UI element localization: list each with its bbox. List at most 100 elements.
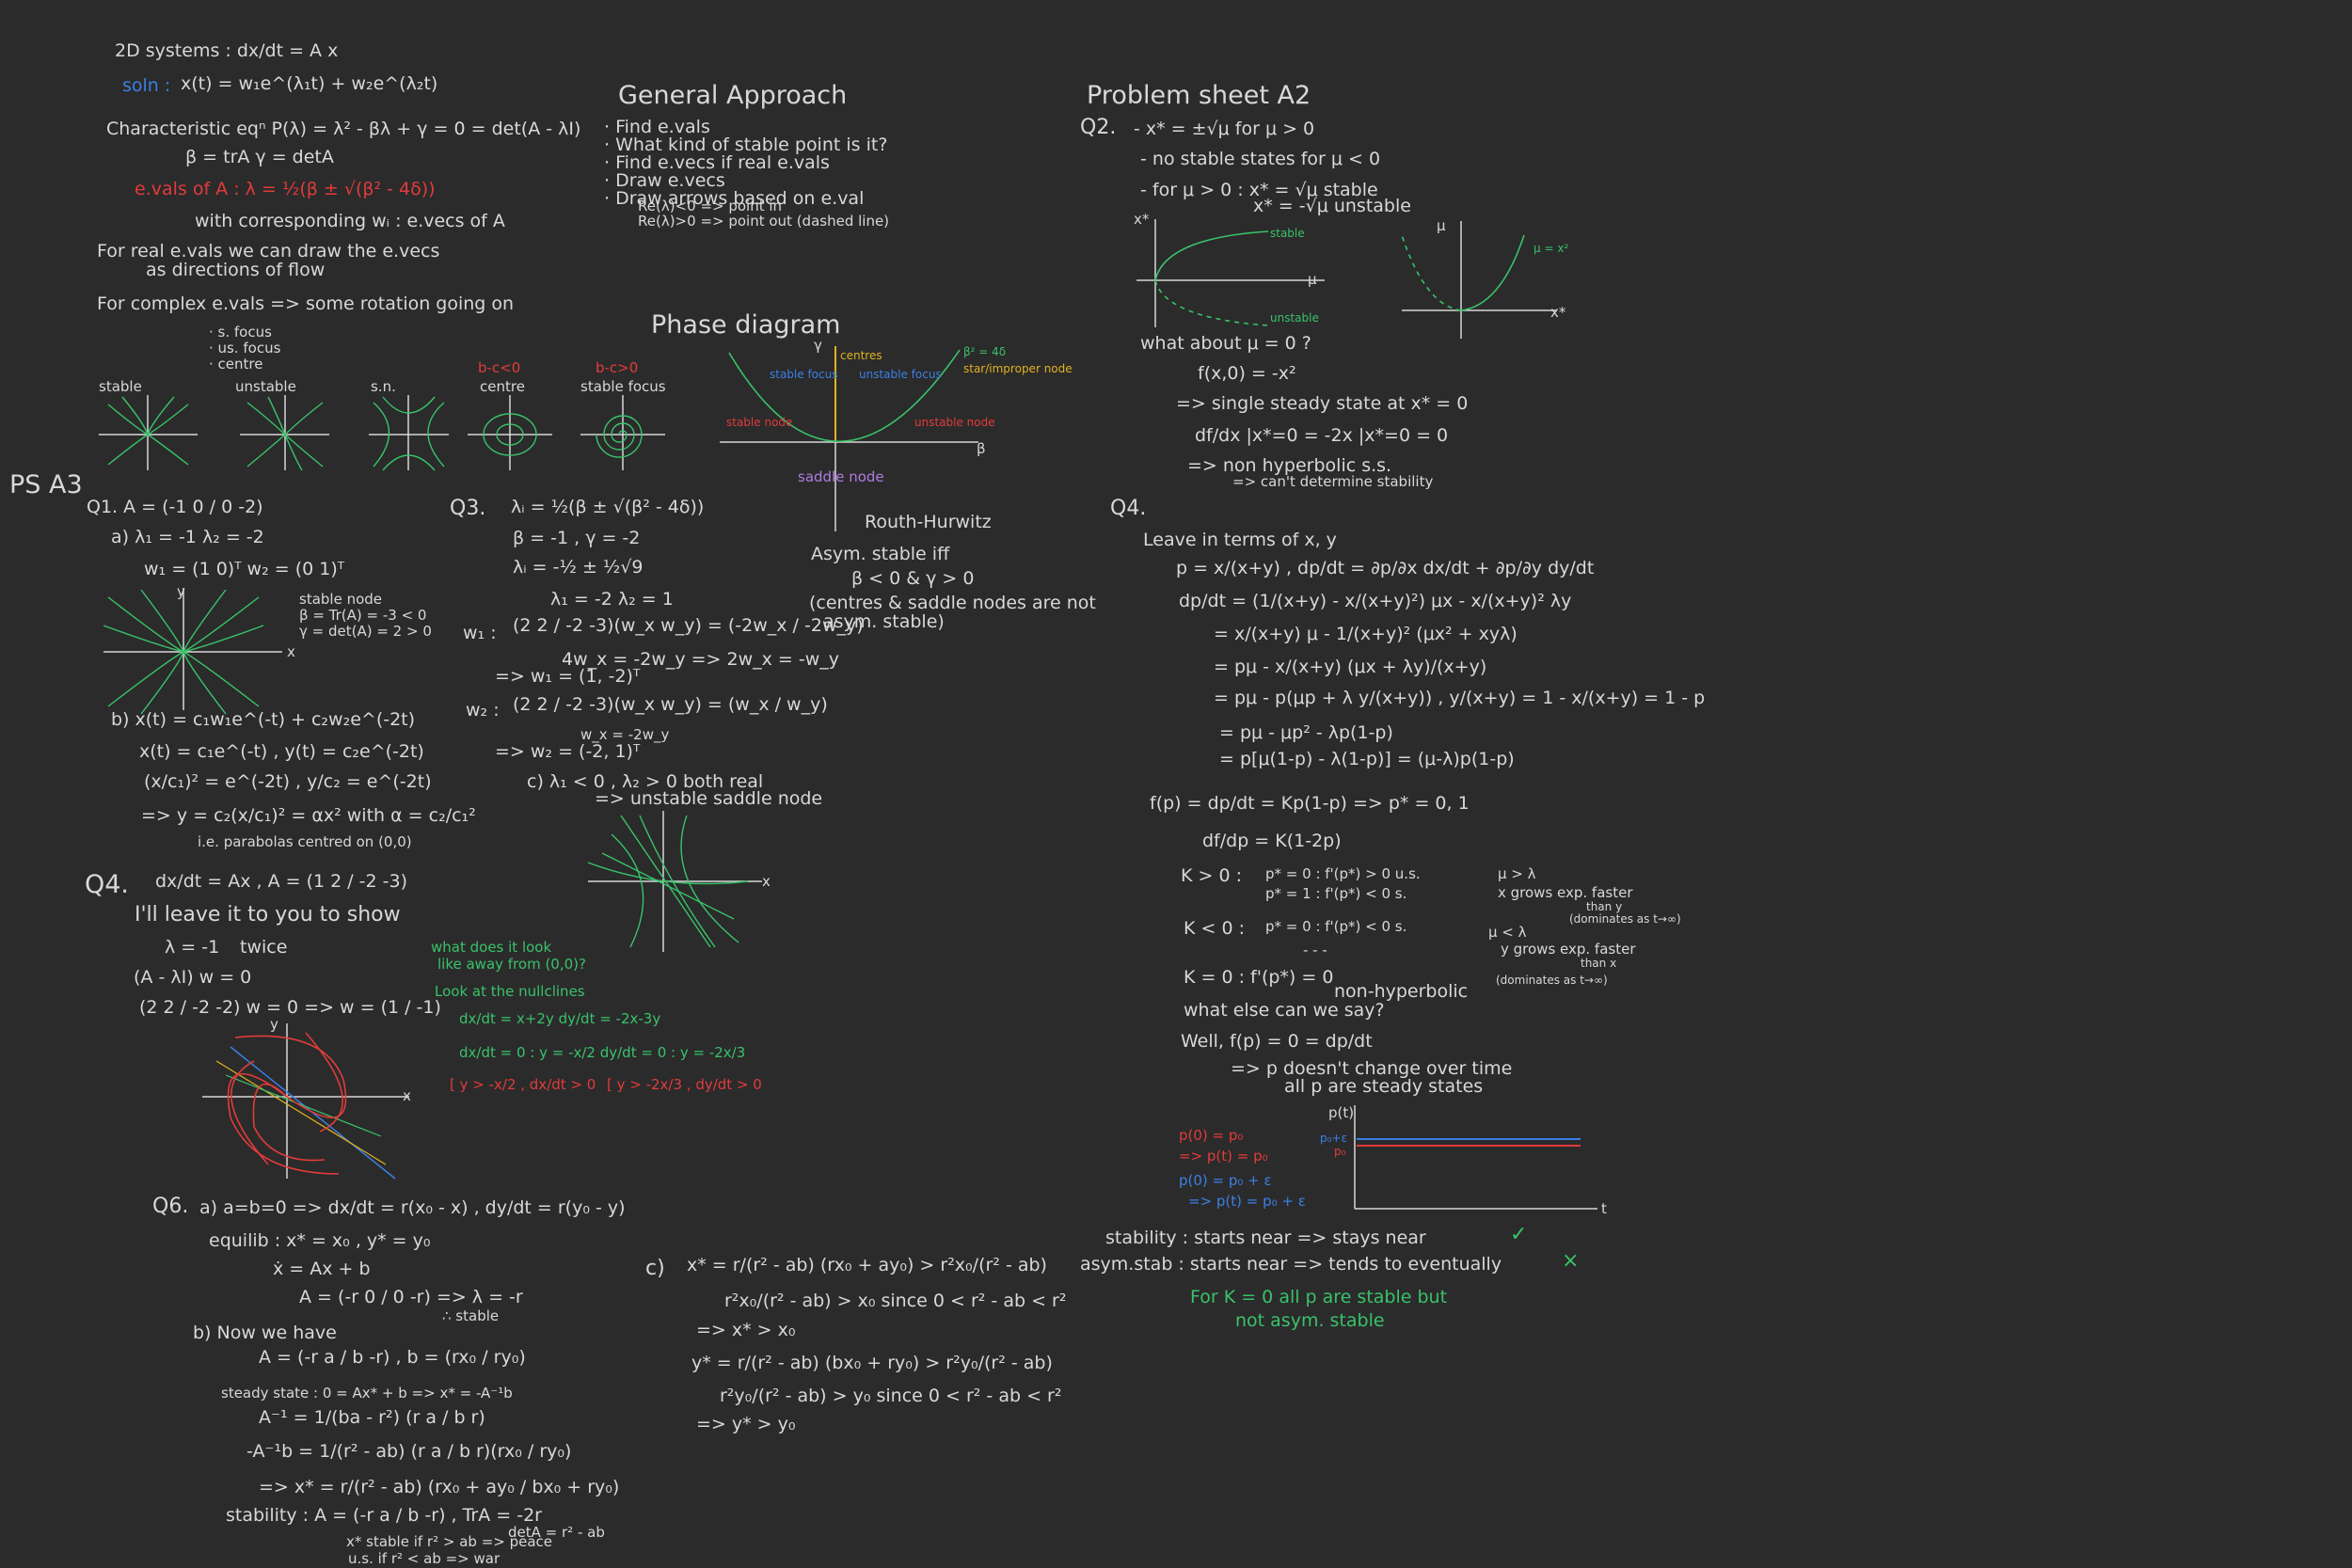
q6-c-line-6: => y* > y₀ [696,1414,796,1434]
q3-line-8: (2 2 / -2 -3)(w_x w_y) = (w_x / w_y) [513,694,828,715]
k-negative: K < 0 : [1184,918,1245,939]
check-mark: ✓ [1510,1223,1528,1246]
beta-gamma: β = trA γ = detA [185,147,334,167]
q6-linear-form: ẋ = Ax + b [273,1259,371,1279]
q6-inverse: A⁻¹ = 1/(ba - r²) (r a / b r) [259,1407,485,1428]
q1-y-axis: y [177,583,185,600]
general-item-3: · Find e.vecs if real e.vals [604,152,830,173]
complex-item-centre: · centre [209,356,263,372]
q4-y-axis: y [270,1016,278,1033]
q6-b-matrix: A = (-r a / b -r) , b = (rx₀ / ry₀) [259,1347,526,1368]
pt-blue: => p(t) = p₀ + ε [1188,1193,1306,1210]
q4-right-line-8: = p[μ(1-p) - λ(1-p)] = (μ-λ)p(1-p) [1219,749,1515,769]
saddle-node-sketch [369,395,449,471]
p-axis-label: p(t) [1328,1104,1355,1121]
general-item-4: · Draw e.vecs [604,170,725,191]
q6-part-a: a) a=b=0 => dx/dt = r(x₀ - x) , dy/dt = … [199,1197,626,1218]
single-steady-state: => single steady state at x* = 0 [1176,393,1469,414]
q4-right-line-7: = pμ - μp² - λp(1-p) [1219,722,1393,743]
q6-equilib: equilib : x* = x₀ , y* = y₀ [209,1230,431,1251]
condition-bc-positive: b-c>0 [596,359,639,376]
x-grows-faster: x grows exp. faster [1498,884,1633,901]
k-negative-case-1: p* = 0 : f'(p*) < 0 s. [1265,918,1407,935]
mu-greater-lambda: μ > λ [1498,865,1536,882]
q4-x-axis: x [403,1087,411,1104]
bif2-mu-label: μ [1437,217,1446,234]
q4-nullclines: Look at the nullclines [435,983,585,1000]
q6-peace: x* stable if r² > ab => peace [346,1533,553,1550]
unstable-node-sketch [240,395,329,471]
q1b-line-5: i.e. parabolas centred on (0,0) [198,833,412,850]
portrait-label-sn: s.n. [371,378,396,395]
corresponding-evecs: with corresponding wᵢ : e.vecs of A [195,211,505,231]
q1a-evals: a) λ₁ = -1 λ₂ = -2 [111,527,264,547]
t-axis-label: t [1601,1200,1607,1217]
phase-diagram-title: Phase diagram [651,310,841,340]
q6-c-line-4: y* = r/(r² - ab) (bx₀ + ry₀) > r²y₀/(r² … [691,1353,1053,1373]
q4-left-equation: dx/dt = Ax , A = (1 2 / -2 -3) [155,871,408,892]
q1b-line-1: b) x(t) = c₁w₁e^(-t) + c₂w₂e^(-2t) [111,709,416,730]
bif1-x-label: x* [1134,211,1150,228]
systems-heading: 2D systems : dx/dt = A x [115,40,339,61]
mu-less-lambda: μ < λ [1488,924,1527,941]
p-zero-level: p₀ [1334,1145,1346,1158]
q1-matrix: Q1. A = (-1 0 / 0 -2) [87,497,263,517]
k-negative-case-2: - - - [1303,942,1327,958]
derivative-at-zero: df/dx |x*=0 = -2x |x*=0 = 0 [1195,425,1449,446]
k-positive-case-2: p* = 1 : f'(p*) < 0 s. [1265,885,1407,902]
unstable-node-region: unstable node [914,416,995,429]
df-dp: df/dp = K(1-2p) [1202,831,1342,851]
conclusion-line-2: not asym. stable [1235,1310,1385,1331]
q6-c-line-1: x* = r/(r² - ab) (rx₀ + ay₀) > r²x₀/(r² … [687,1255,1047,1275]
y-grows-faster: y grows exp. faster [1501,941,1636,958]
q6-det: detA = r² - ab [508,1524,605,1541]
bifurcation-sketch-2 [1401,221,1557,339]
q6-neg-inverse-b: -A⁻¹b = 1/(r² - ab) (r a / b r)(rx₀ / ry… [246,1441,572,1462]
q4-nullcline-zeros: dx/dt = 0 : y = -x/2 dy/dt = 0 : y = -2x… [459,1044,746,1061]
no-change: => p doesn't change over time [1231,1058,1513,1079]
re-negative: Re(λ)<0 => point in [638,198,783,214]
q2-label: Q2. [1080,116,1117,139]
q6-label: Q6. [152,1195,189,1218]
q3-line-7: => w₁ = (1, -2)ᵀ [495,666,641,687]
q3-line-1: λᵢ = ½(β ± √(β² - 4δ)) [511,497,705,517]
evals-formula: e.vals of A : λ = ½(β ± √(β² - 4δ)) [135,179,436,199]
cross-mark: × [1562,1249,1580,1273]
all-p-steady: all p are steady states [1284,1076,1484,1097]
q1b-line-3: (x/c₁)² = e^(-2t) , y/c₂ = e^(-2t) [144,771,432,792]
asym-note-2: asym. stable) [823,611,945,632]
q1-x-axis: x [287,643,295,660]
general-approach-title: General Approach [618,81,848,110]
q6-part-c: c) [645,1257,665,1280]
q3c-line-2: => unstable saddle node [595,788,823,809]
soln-label: soln : [122,75,171,96]
stability-definition: stability : starts near => stays near [1105,1227,1426,1248]
what-about-mu-zero: what about μ = 0 ? [1140,333,1311,354]
q4-right-line-4: = x/(x+y) μ - 1/(x+y)² (μx² + xyλ) [1214,624,1518,644]
condition-bc-negative: b-c<0 [478,359,521,376]
general-item-1: · Find e.vals [604,117,710,137]
stable-focus-sketch [580,395,665,470]
q6-c-line-2: r²x₀/(r² - ab) > x₀ since 0 < r² - ab < … [724,1291,1067,1311]
k-zero: K = 0 : f'(p*) = 0 [1184,967,1334,988]
bif2-x-label: x* [1550,304,1566,321]
q2-line-3: - for μ > 0 : x* = √μ stable [1140,180,1378,200]
real-evals-line-1: For real e.vals we can draw the e.vecs [97,241,440,261]
general-item-5: · Draw arrows based on e.val [604,188,865,209]
star-node-label: star/improper node [963,362,1073,375]
q6-a-matrix: A = (-r 0 / 0 -r) => λ = -r [299,1287,523,1307]
what-else: what else can we say? [1184,1000,1385,1021]
beta-axis-label: β [977,440,986,457]
stable-focus-region: stable focus [770,368,838,381]
k-zero-non-hyperbolic: non-hyperbolic [1334,981,1469,1002]
q3-line-10: => w₂ = (-2, 1)ᵀ [495,741,641,762]
q6-stable: ∴ stable [442,1307,500,1324]
q6-stability: stability : A = (-r a / b -r) , TrA = -2… [226,1505,542,1526]
q6-steady-state: steady state : 0 = Ax* + b => x* = -A⁻¹b [221,1385,513,1402]
complex-evals: For complex e.vals => some rotation goin… [97,293,515,314]
q2-line-2: - no stable states for μ < 0 [1140,149,1381,169]
q3-line-4: λ₁ = -2 λ₂ = 1 [550,589,674,610]
q4-right-line-5: = pμ - x/(x+y) (μx + λy)/(x+y) [1214,657,1487,677]
q1b-line-4: => y = c₂(x/c₁)² = αx² with α = c₂/c₁² [141,805,476,826]
